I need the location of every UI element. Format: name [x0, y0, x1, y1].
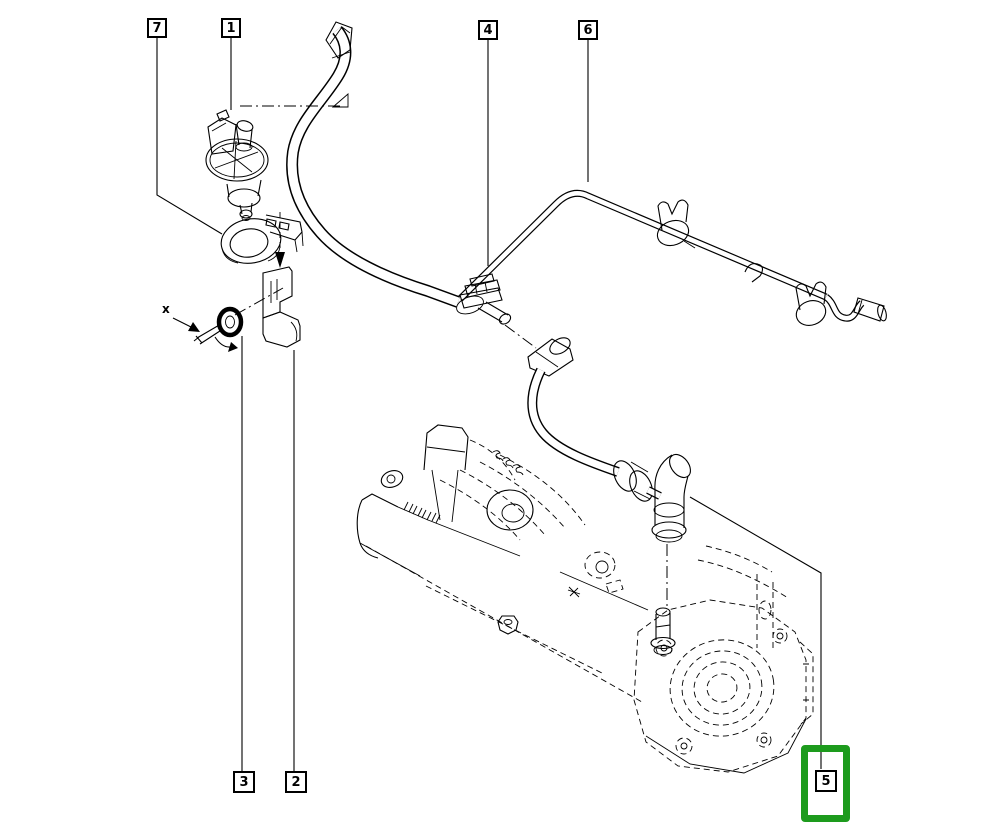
x-marker: x — [162, 302, 170, 316]
part-2-bracket — [262, 266, 301, 348]
callout-6[interactable]: 6 — [578, 20, 598, 40]
part-4-lower-hose — [504, 324, 691, 606]
pipe-clip-icon — [795, 281, 827, 326]
leader-lines — [156, 38, 822, 771]
callout-5-highlighted[interactable]: 5 — [815, 770, 837, 792]
callout-2[interactable]: 2 — [285, 771, 307, 793]
part-1-purge-valve — [205, 109, 285, 268]
part-3-screw-grommet — [172, 287, 284, 352]
part-7-clamp-bracket — [220, 214, 304, 264]
callout-1[interactable]: 1 — [221, 18, 241, 38]
part-4-upper-hose-connector — [286, 21, 512, 325]
callout-3[interactable]: 3 — [233, 771, 255, 793]
callout-7[interactable]: 7 — [147, 18, 167, 38]
callout-4[interactable]: 4 — [478, 20, 498, 40]
part-6-rigid-pipe — [457, 189, 887, 326]
part-5-intake-manifold — [356, 424, 814, 774]
highlight-box — [801, 745, 850, 822]
pipe-clip-icon — [656, 199, 696, 249]
